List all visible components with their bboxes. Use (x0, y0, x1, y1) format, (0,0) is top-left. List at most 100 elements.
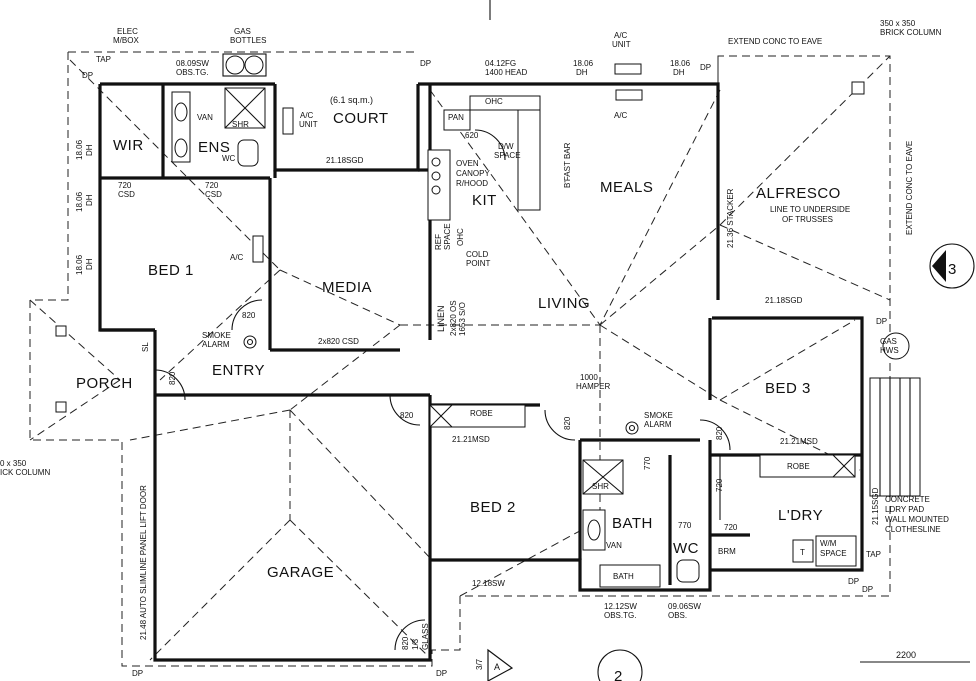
section-markers (487, 0, 975, 681)
room-meals: MEALS (600, 179, 653, 196)
sgd-alfresco: 21.18SGD (765, 296, 803, 305)
csd-720-b: 720 (205, 181, 219, 190)
glass-door-3: GLASS (421, 623, 430, 650)
dh-side-3b: DH (85, 258, 94, 270)
dw-label-1: D/W (498, 142, 514, 151)
cold-point-1: COLD (466, 250, 488, 259)
ac-label-meals: A/C (614, 111, 628, 120)
concrete-1: CONCRETE (885, 495, 930, 504)
room-alfresco: ALFRESCO (756, 185, 841, 202)
external-walls (98, 82, 864, 662)
brick-column-left-1: 0 x 350 (0, 459, 27, 468)
roof-eave-lines (29, 51, 891, 667)
dh-side-2a: 18.06 (75, 191, 84, 212)
bfast-bar-label: B'FAST BAR (563, 142, 572, 188)
smoke-alarm-2a: SMOKE (644, 411, 673, 420)
dw-label-2: SPACE (494, 151, 521, 160)
ac-unit-1: A/C (614, 31, 628, 40)
canopy-label: CANOPY (456, 169, 490, 178)
ac-unit-court-1: A/C (300, 111, 314, 120)
tap-label-e: TAP (866, 550, 881, 559)
sw-bath-2: OBS.TG. (604, 611, 636, 620)
room-bath: BATH (612, 515, 653, 532)
door-820-garage: 820 (400, 411, 414, 420)
tub-t-label: T (800, 548, 805, 557)
extend-eave-side: EXTEND CONC TO EAVE (905, 141, 914, 235)
concrete-4: CLOTHESLINE (885, 525, 941, 534)
fixtures (55, 53, 921, 651)
van-label-ens: VAN (197, 113, 213, 122)
room-porch: PORCH (76, 375, 133, 392)
dh-window-1b: DH (576, 68, 588, 77)
dp-label-s: DP (436, 669, 447, 678)
shr-label-bath: SHR (592, 482, 609, 491)
smoke-alarm-1a: SMOKE (202, 331, 231, 340)
dh-window-2: 18.06 (670, 59, 691, 68)
stacker-label: 21.36 STACKER (726, 188, 735, 248)
room-media: MEDIA (322, 279, 372, 296)
concrete-3: WALL MOUNTED (885, 515, 949, 524)
msd-bed2: 21.21MSD (452, 435, 490, 444)
ohc-label-side: OHC (456, 228, 465, 246)
shr-label-ens: SHR (232, 120, 249, 129)
room-wir: WIR (113, 137, 144, 154)
oven-label: OVEN (456, 159, 479, 168)
sw-bath-1: 12.12SW (604, 602, 637, 611)
obs-window-1: 08.09SW (176, 59, 209, 68)
section-37-marker: 3/7 (475, 658, 484, 670)
brm-label: BRM (718, 547, 736, 556)
dim-2200: 2200 (896, 650, 916, 660)
sl-label: SL (141, 342, 150, 352)
smoke-alarm-1b: ALARM (202, 340, 230, 349)
brick-column-2: BRICK COLUMN (880, 28, 942, 37)
ref-label-1: REF (434, 234, 443, 250)
room-bed1: BED 1 (148, 262, 194, 279)
robe-bed2: ROBE (470, 409, 493, 418)
mbox-label: M/BOX (113, 36, 139, 45)
dh-window-2b: DH (673, 68, 685, 77)
fg-window-2: 1400 HEAD (485, 68, 527, 77)
csd-label-b: CSD (205, 190, 222, 199)
ac-unit-2: UNIT (612, 40, 631, 49)
brick-column-1: 350 x 350 (880, 19, 916, 28)
tap-label: TAP (96, 55, 111, 64)
csd-media: 2x820 CSD (318, 337, 359, 346)
pan-label: PAN (448, 113, 464, 122)
door-720-ldry-b: 720 (724, 523, 738, 532)
sw-wc-1: 09.06SW (668, 602, 701, 611)
dp-label-nw: DP (82, 71, 93, 80)
section-a-marker: A (494, 662, 500, 672)
wc-label-ens: WC (222, 154, 236, 163)
elec-label: ELEC (117, 27, 138, 36)
brick-column-left-2: ICK COLUMN (0, 468, 50, 477)
trusses-line-1: LINE TO UNDERSIDE (770, 205, 850, 214)
ac-label-bed1: A/C (230, 253, 244, 262)
smoke-alarm-2b: ALARM (644, 420, 672, 429)
sw-bed2: 12.18SW (472, 579, 505, 588)
obs-window-2: OBS.TG. (176, 68, 208, 77)
room-ldry: L'DRY (778, 507, 823, 524)
csd-label-a: CSD (118, 190, 135, 199)
garage-door-label: 21.48 AUTO SLIMLINE PANEL LIFT DOOR (139, 485, 148, 640)
os-label-2: 1653 S/O (458, 302, 467, 336)
door-770-wc: 770 (678, 521, 692, 530)
door-720-ldry-a: 720 (715, 478, 724, 492)
wm-label-1: W/M (820, 539, 837, 548)
door-820-bed1: 820 (242, 311, 256, 320)
van-label-bath: VAN (606, 541, 622, 550)
bottles-label: BOTTLES (230, 36, 266, 45)
concrete-2: LDRY PAD (885, 505, 924, 514)
room-wc: WC (673, 540, 699, 557)
gas-hws-2: HWS (880, 346, 899, 355)
room-kit: KIT (472, 192, 497, 209)
ac-unit-court-2: UNIT (299, 120, 318, 129)
door-820-bed3: 820 (715, 426, 724, 440)
fg-window-1: 04.12FG (485, 59, 516, 68)
rhood-label: R/HOOD (456, 179, 488, 188)
dh-window-1: 18.06 (573, 59, 594, 68)
dh-side-1b: DH (85, 144, 94, 156)
robe-bed3: ROBE (787, 462, 810, 471)
dp-label-se: DP (848, 577, 859, 586)
room-garage: GARAGE (267, 564, 334, 581)
